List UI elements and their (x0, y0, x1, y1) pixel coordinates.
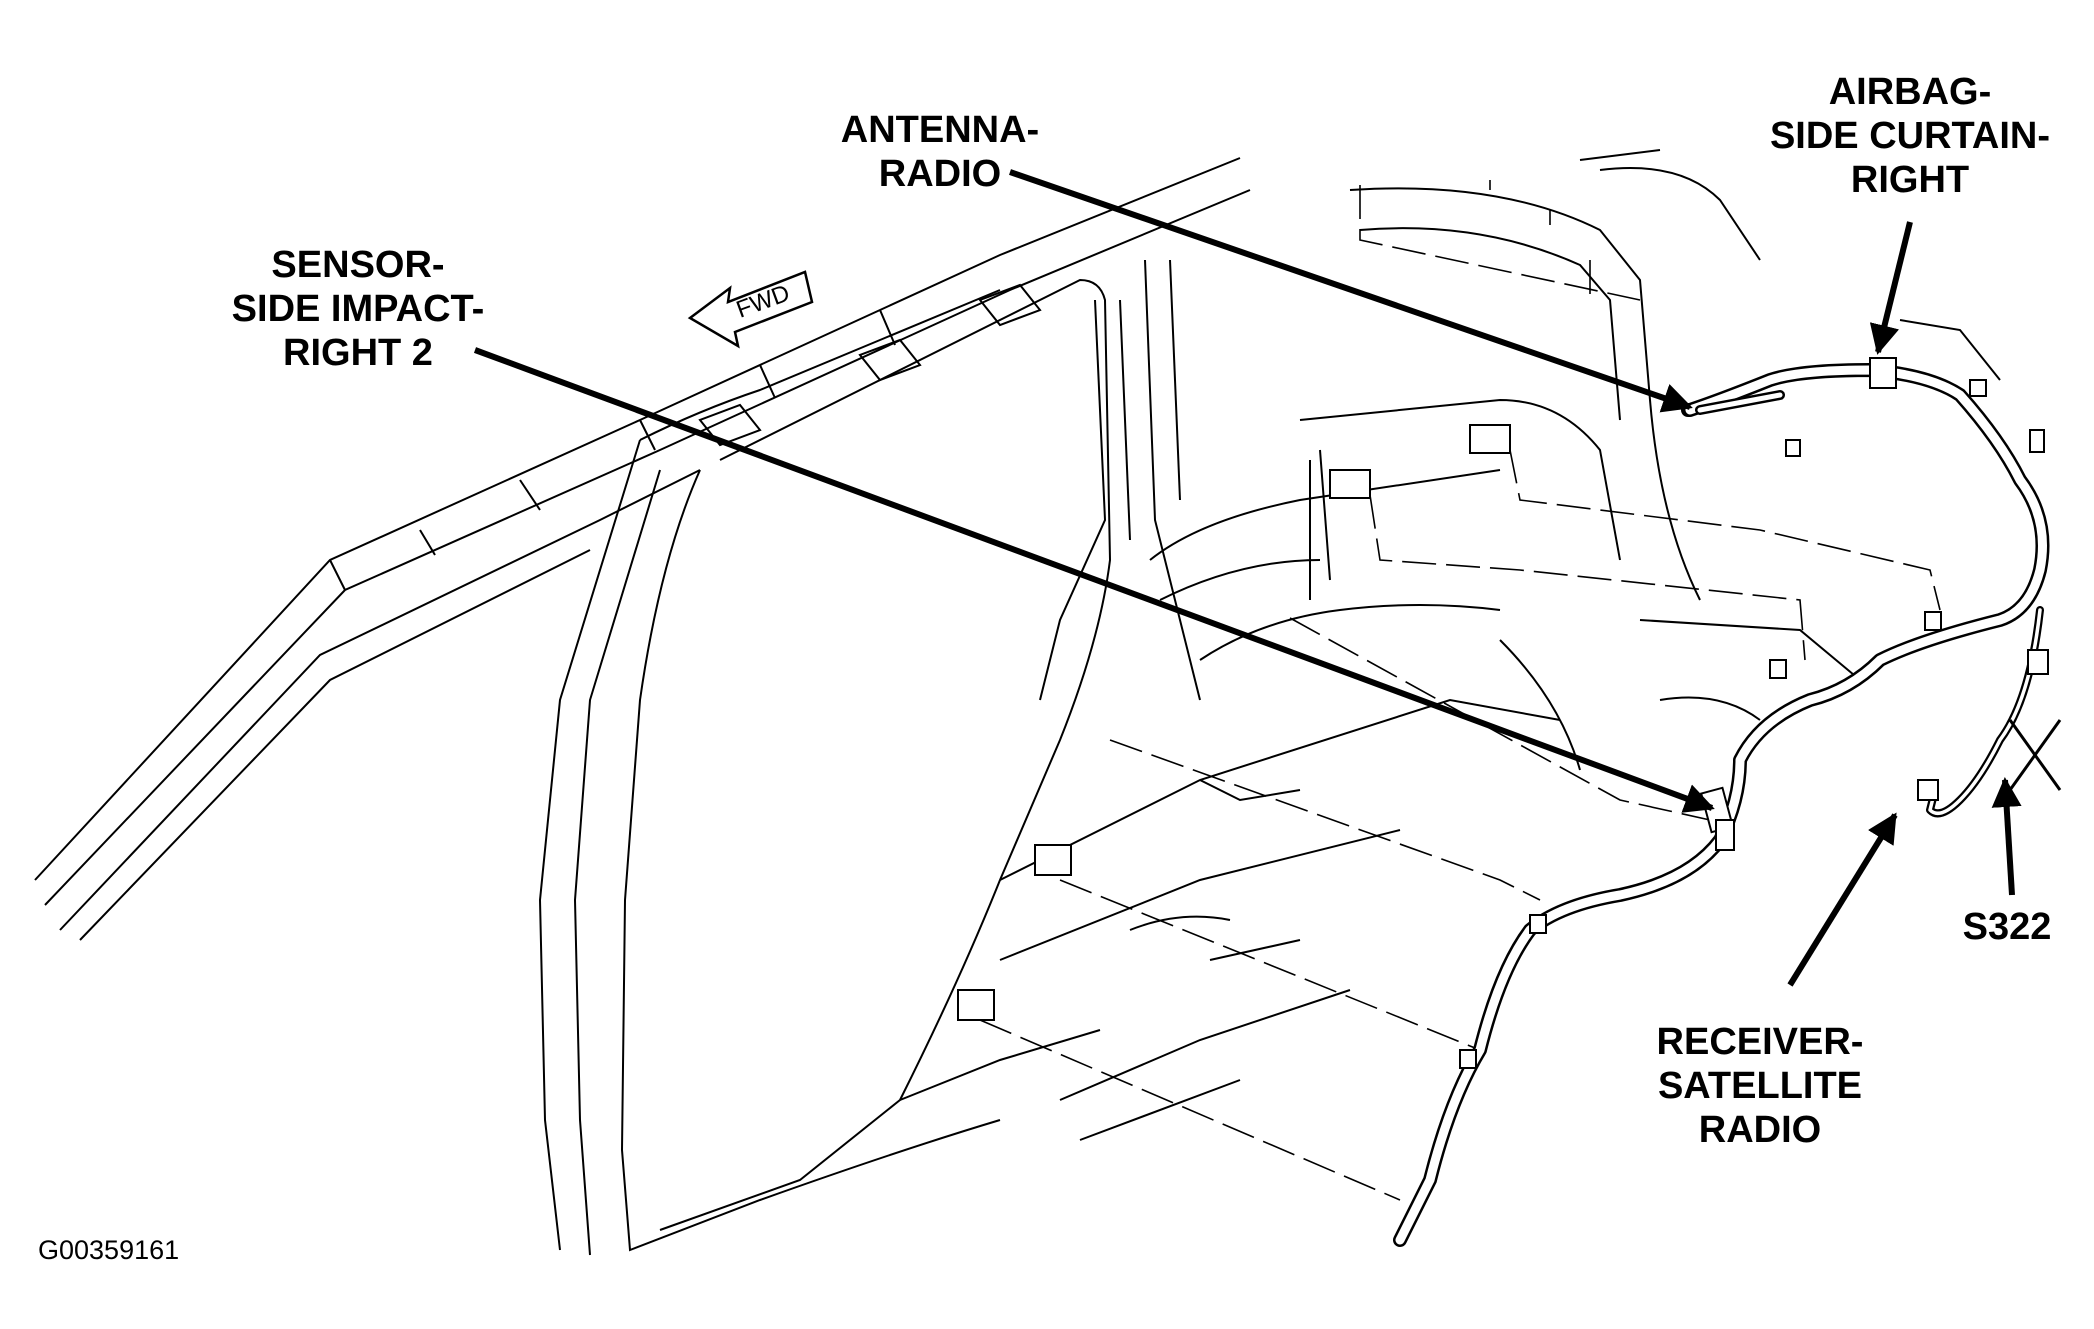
fwd-arrow-icon: FWD (687, 270, 814, 349)
mounting-clips (957, 424, 1801, 1021)
receiver-leader (1787, 812, 1898, 987)
airbag-leader (1869, 221, 1913, 355)
antenna-leader (1009, 169, 1693, 413)
door-opening (538, 259, 1201, 1256)
install-lines (979, 180, 1941, 1201)
harness-connectors (1459, 357, 2049, 1069)
figure-id: G00359161 (38, 1235, 180, 1265)
rear-quarter-panel (1149, 149, 2001, 771)
sensor-leader (473, 347, 1715, 813)
floor-panel (899, 698, 1561, 1141)
label-antenna-radio: ANTENNA- RADIO (840, 109, 1040, 195)
label-airbag-side-curtain: AIRBAG- SIDE CURTAIN- RIGHT (1769, 71, 2051, 201)
leader-arrows (473, 169, 2022, 987)
splice-leader (1991, 777, 2022, 896)
splice-x-mark (2008, 719, 2062, 791)
label-receiver-satellite-radio: RECEIVER- SATELLITE RADIO (1656, 1021, 1864, 1151)
label-sensor-side-impact: SENSOR- SIDE IMPACT- RIGHT 2 (231, 244, 485, 374)
label-splice-s322: S322 (1962, 906, 2052, 948)
roof-rail (34, 157, 1251, 941)
